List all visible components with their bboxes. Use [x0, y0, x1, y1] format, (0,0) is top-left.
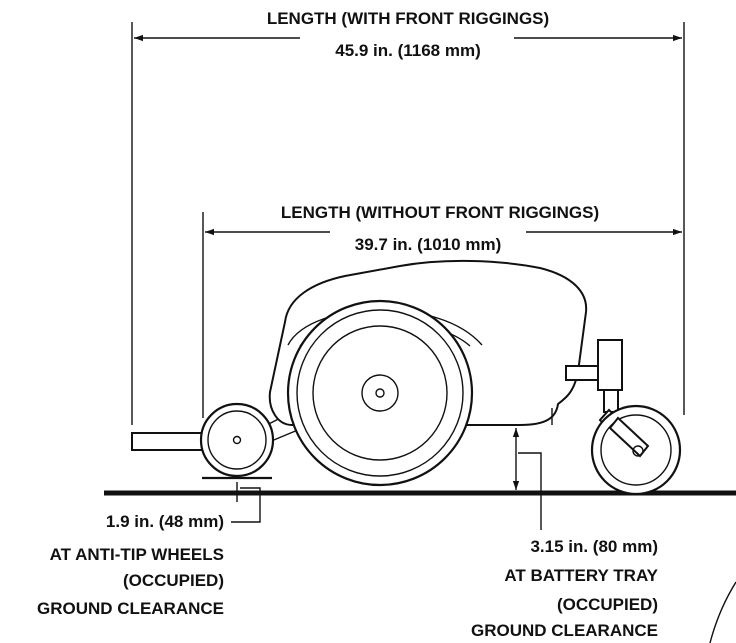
drive-wheel-hub: [361, 374, 399, 412]
caster-housing: [597, 339, 623, 391]
caster-stem: [603, 389, 619, 413]
anti-tip-wheel: [199, 402, 275, 478]
anti-tip-wheel-rim: [207, 410, 267, 470]
battery-tray-clearance-note: 3.15 in. (80 mm) AT BATTERY TRAY (OCCUPI…: [471, 537, 659, 640]
corner-decoration-line: [709, 581, 736, 643]
length-with-value: 45.9 in. (1168 mm): [335, 41, 481, 60]
battery-note-line4: GROUND CLEARANCE: [471, 621, 658, 640]
drive-wheel-tire: [286, 299, 474, 487]
anti-tip-note-line2: AT ANTI-TIP WHEELS: [50, 545, 224, 564]
drive-wheel-hub-outer: [312, 325, 448, 461]
length-without-label: LENGTH (WITHOUT FRONT RIGGINGS): [281, 203, 599, 222]
battery-note-line3: (OCCUPIED): [557, 595, 658, 614]
caster-wheel-rim: [600, 414, 672, 486]
battery-tray-clearance-marker: [512, 428, 542, 530]
battery-note-line1: 3.15 in. (80 mm): [530, 537, 658, 556]
length-with-front-riggings-dimension: LENGTH (WITH FRONT RIGGINGS) 45.9 in. (1…: [131, 9, 685, 425]
length-without-value: 39.7 in. (1010 mm): [355, 235, 501, 254]
battery-note-line2: AT BATTERY TRAY: [504, 566, 658, 585]
anti-tip-note-line1: 1.9 in. (48 mm): [106, 512, 224, 531]
caster-wheel-axle: [632, 445, 644, 457]
anti-tip-note-line4: GROUND CLEARANCE: [37, 599, 224, 618]
length-with-label: LENGTH (WITH FRONT RIGGINGS): [267, 9, 549, 28]
anti-tip-clearance-marker: [231, 482, 261, 523]
anti-tip-leader-line: [231, 487, 261, 523]
drive-wheel-rim: [296, 309, 464, 477]
battery-leader-line: [518, 452, 542, 530]
caster-mount: [565, 365, 601, 381]
anti-tip-wheel-axle: [232, 435, 242, 445]
length-without-front-riggings-dimension: LENGTH (WITHOUT FRONT RIGGINGS) 39.7 in.…: [202, 203, 682, 418]
drive-wheel-axle: [375, 388, 385, 398]
anti-tip-note-line3: (OCCUPIED): [123, 571, 224, 590]
wheelchair-side-view: [131, 259, 682, 496]
anti-tip-clearance-note: 1.9 in. (48 mm) AT ANTI-TIP WHEELS (OCCU…: [37, 512, 224, 618]
